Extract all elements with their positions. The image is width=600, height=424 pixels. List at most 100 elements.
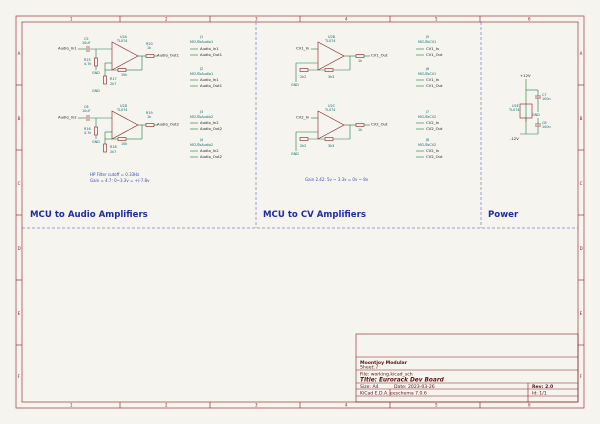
- value-label: MCUToCV1: [418, 40, 436, 44]
- col-label: 6: [528, 17, 531, 22]
- col-label: 5: [435, 403, 438, 408]
- audio-amp-2: Audio_In2 C6 10uF R16 4.7k GND U2D TL074…: [58, 104, 180, 154]
- value-label: 3k3: [328, 75, 334, 79]
- row-label: A: [18, 51, 21, 56]
- ref-label: C5: [84, 37, 89, 41]
- net-label: Audio_In1: [200, 46, 219, 51]
- resistor-r6: [355, 54, 365, 58]
- ref-label: J4: [199, 138, 203, 142]
- col-label: 1: [70, 17, 73, 22]
- cv-amp-2: CV2_In U2C TL074 2k2 GND 3k3 1k CV2_Out: [291, 104, 388, 156]
- ref-label: C8: [542, 121, 547, 125]
- net-label: Audio_Out2: [200, 154, 223, 159]
- ref-label: J1: [199, 35, 203, 39]
- net-label: Audio_Out2: [200, 126, 223, 131]
- tb-sheet: Sheet: /: [360, 365, 378, 371]
- ref-label: R19: [146, 111, 153, 115]
- net-label: Audio_In2: [200, 148, 219, 153]
- value-label: MCUToAudio1: [190, 40, 213, 44]
- connector-j8: J8 MCUToCV2 CV2_In CV2_Out: [416, 138, 443, 159]
- row-label: E: [18, 311, 21, 316]
- ref-label: J7: [425, 110, 429, 114]
- audio-amp-1: Audio_In1 C5 10uF R15 4.7k GND U2A TL074…: [58, 35, 180, 93]
- row-label: F: [18, 374, 21, 379]
- value-label: 1k: [358, 128, 362, 132]
- net-label: CV2_Out: [426, 154, 443, 159]
- resistor-r2: [299, 68, 309, 72]
- row-label: E: [580, 311, 583, 316]
- net-label: Audio_Out2: [157, 122, 180, 127]
- col-label: 6: [528, 403, 531, 408]
- net-label: CV2_Out: [371, 122, 388, 127]
- title-block: Moontjoy Modular Sheet: / File: working.…: [355, 333, 579, 403]
- value-label: 10k: [121, 142, 127, 146]
- gnd-label: GND: [92, 140, 100, 144]
- value-label: MCUToCV2: [418, 115, 436, 119]
- connector-j2: J2 MCUToAudio1 Audio_In1 Audio_Out1: [190, 67, 223, 88]
- ref-label: C7: [542, 93, 547, 97]
- value-label: TL074: [324, 108, 335, 112]
- connector-j4: J4 MCUToAudio2 Audio_In2 Audio_Out2: [190, 138, 223, 159]
- net-label: CV1_Out: [371, 53, 388, 58]
- net-label: CV1_In: [296, 46, 310, 51]
- value-label: MCUToCV2: [418, 143, 436, 147]
- gnd-label: GND: [291, 83, 299, 87]
- row-label: D: [18, 246, 21, 251]
- net-label: CV1_In: [426, 46, 440, 51]
- gnd-label: GND: [291, 152, 299, 156]
- ref-label: R16: [84, 127, 91, 131]
- resistor-r26: [145, 123, 155, 127]
- value-label: 10uF: [82, 109, 90, 113]
- cv-amp-1: CV1_In U2B TL074 2k2 GND 3k3 1k CV1_Out: [291, 35, 388, 87]
- note-cv-gain: Gain 2.42: 5v ~ 3.3v = 0v ~ 8v: [305, 177, 369, 182]
- ref-label: R18: [110, 145, 117, 149]
- net-label: CV1_In: [426, 77, 440, 82]
- net-label: CV2_Out: [426, 126, 443, 131]
- net-label: CV2_In: [296, 115, 310, 120]
- row-label: B: [580, 116, 583, 121]
- col-label: 3: [255, 17, 258, 22]
- value-label: 3k3: [328, 144, 334, 148]
- value-label: 1k: [147, 46, 151, 50]
- resistor-r21: [117, 137, 127, 141]
- resistor-r18: [103, 143, 107, 153]
- row-label: D: [580, 246, 583, 251]
- ref-label: J5: [425, 35, 429, 39]
- resistor-r3: [299, 137, 309, 141]
- border-row-labels: A B C D E F A B C D E F: [18, 51, 583, 379]
- ref-label: R17: [110, 77, 117, 81]
- tb-id: Id: 1/1: [532, 391, 547, 397]
- value-label: 100n: [542, 125, 551, 129]
- connector-j6: J6 MCUToCV1 CV1_In CV1_Out: [416, 67, 443, 88]
- border-column-labels: 1 2 3 4 5 6 1 2 3 4 5 6: [70, 17, 531, 408]
- ref-label: R20: [146, 42, 153, 46]
- row-label: F: [580, 374, 583, 379]
- tb-title: Title: Eurorack Dev Board: [360, 378, 445, 384]
- ref-label: R15: [84, 58, 91, 62]
- gnd-label: GND: [532, 113, 540, 117]
- section-title-power: Power: [488, 210, 519, 220]
- value-label: 100n: [542, 97, 551, 101]
- ref-label: U2A: [120, 35, 128, 39]
- value-label: 10uF: [82, 41, 90, 45]
- net-label: Audio_In2: [200, 120, 219, 125]
- value-label: MCUToAudio2: [190, 115, 213, 119]
- gnd-label: GND: [92, 89, 100, 93]
- value-label: MCUToCV1: [418, 72, 436, 76]
- ref-label: U2B: [328, 35, 336, 39]
- net-label: -12V: [510, 136, 519, 141]
- resistor-r15: [94, 57, 98, 67]
- ref-label: U2C: [328, 104, 336, 108]
- net-label: Audio_In1: [200, 77, 219, 82]
- row-label: C: [580, 181, 583, 186]
- value-label: MCUToAudio2: [190, 143, 213, 147]
- value-label: 2k2: [300, 75, 306, 79]
- net-label: Audio_Out1: [200, 52, 223, 57]
- col-label: 1: [70, 403, 73, 408]
- row-label: C: [18, 181, 21, 186]
- value-label: TL074: [116, 108, 127, 112]
- col-label: 4: [345, 403, 348, 408]
- ref-label: U2E: [512, 104, 519, 108]
- net-label: CV1_Out: [426, 52, 443, 57]
- section-title-audio: MCU to Audio Amplifiers: [30, 210, 148, 220]
